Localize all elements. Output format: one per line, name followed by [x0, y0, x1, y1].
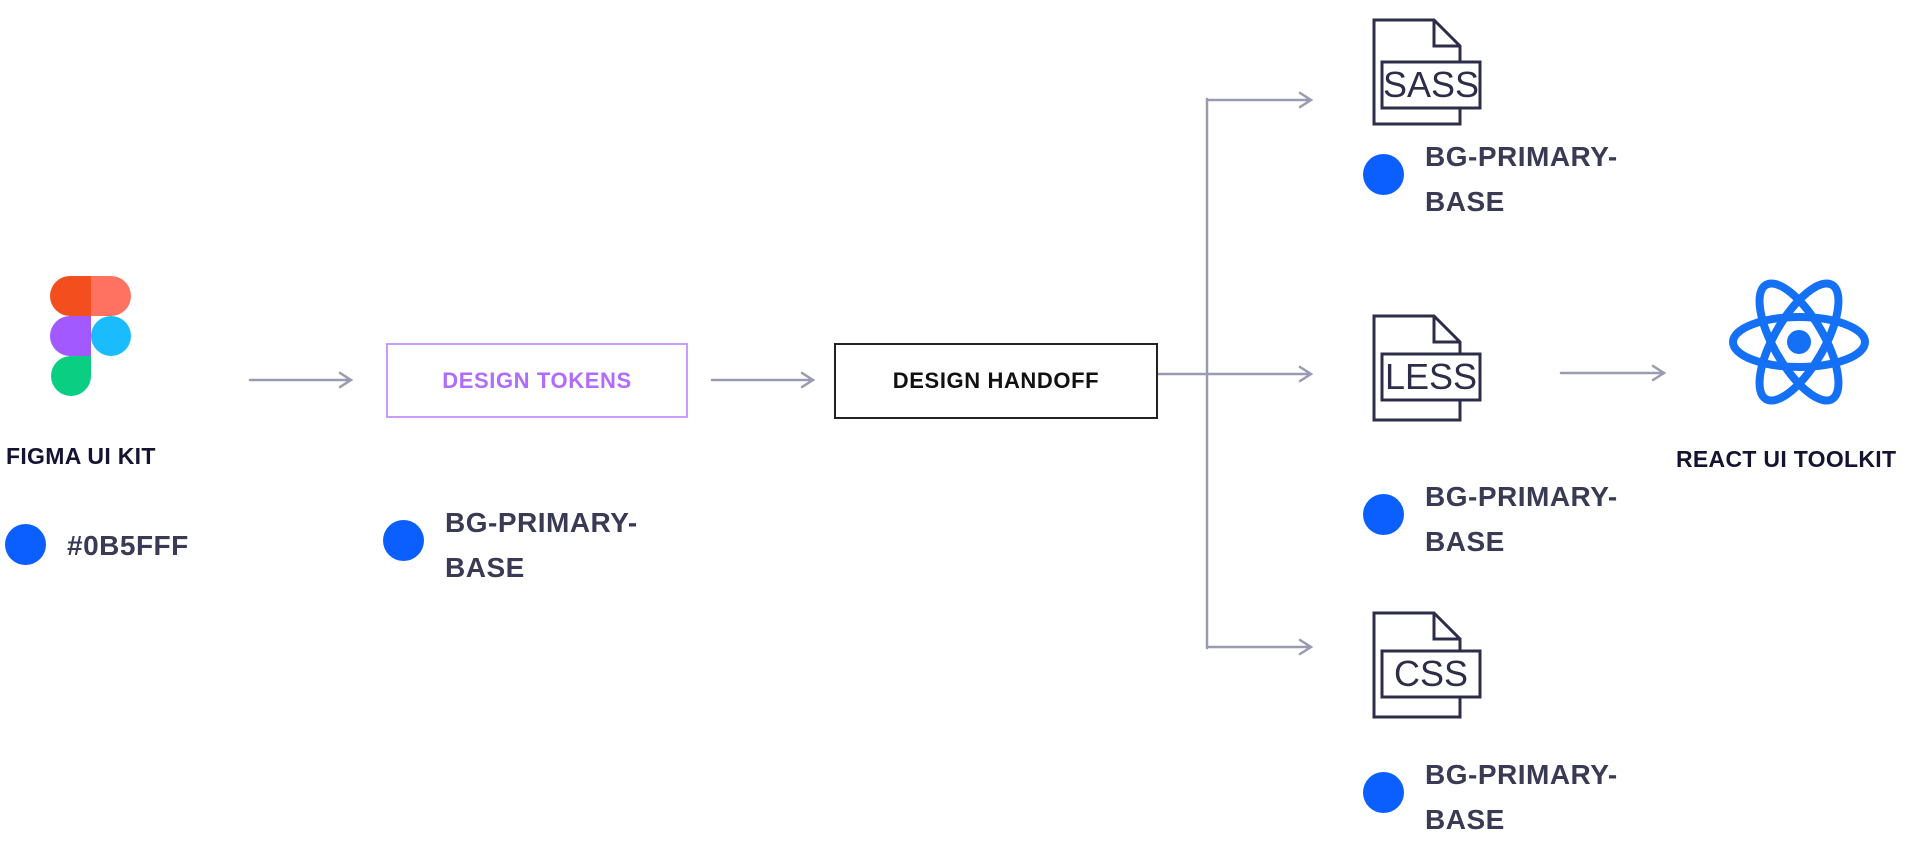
- react-ui-toolkit-label: REACT UI TOOLKIT: [1676, 446, 1897, 472]
- sass-token-line2: BASE: [1425, 186, 1505, 217]
- arrow-tokens-to-handoff: [710, 371, 816, 389]
- tokens-token-name: BG-PRIMARY- BASE: [445, 500, 638, 590]
- sass-token-name: BG-PRIMARY- BASE: [1425, 134, 1618, 224]
- less-token-swatch: [1363, 494, 1404, 535]
- react-orbit-right: [1755, 279, 1843, 405]
- figma-logo-green: [51, 356, 91, 396]
- arrow-branch-to-less: [1205, 365, 1314, 383]
- tokens-token-swatch: [383, 520, 424, 561]
- sass-token-line1: BG-PRIMARY-: [1425, 141, 1618, 172]
- arrow-less-to-react: [1559, 364, 1667, 382]
- css-file-label: CSS: [1393, 653, 1469, 694]
- figma-logo-coral: [91, 276, 131, 316]
- react-orbit-horizontal: [1729, 313, 1869, 371]
- design-handoff-label: DESIGN HANDOFF: [892, 368, 1100, 393]
- sass-token-swatch: [1363, 154, 1404, 195]
- arrow-branch-to-css: [1205, 638, 1314, 656]
- arrow-branch-to-sass: [1205, 91, 1314, 109]
- react-orbit-left: [1755, 279, 1843, 405]
- sass-file-label: SASS: [1382, 64, 1480, 105]
- design-tokens-label: DESIGN TOKENS: [442, 367, 632, 393]
- less-token-line1: BG-PRIMARY-: [1425, 481, 1618, 512]
- css-file-icon: [1372, 611, 1482, 719]
- react-nucleus: [1787, 330, 1811, 354]
- less-token-name: BG-PRIMARY- BASE: [1425, 474, 1618, 564]
- css-token-swatch: [1363, 772, 1404, 813]
- css-token-line1: BG-PRIMARY-: [1425, 759, 1618, 790]
- less-token-line2: BASE: [1425, 526, 1505, 557]
- sass-file-icon: [1372, 18, 1482, 126]
- css-token-name: BG-PRIMARY- BASE: [1425, 752, 1618, 842]
- sass-file: SASS: [1372, 18, 1484, 126]
- css-file: CSS: [1372, 611, 1484, 719]
- figma-logo-red: [50, 276, 91, 316]
- figma-logo-cyan: [91, 316, 131, 356]
- tokens-token-line2: BASE: [445, 552, 525, 583]
- figma-token-value: #0B5FFF: [67, 530, 189, 561]
- less-file-label: LESS: [1384, 356, 1478, 397]
- figma-ui-kit-label: FIGMA UI KIT: [6, 443, 156, 469]
- tokens-token-line1: BG-PRIMARY-: [445, 507, 638, 538]
- figma-logo-purple: [50, 316, 91, 356]
- figma-token-swatch: [5, 524, 46, 565]
- figma-logo-icon: [50, 276, 131, 396]
- css-token-line2: BASE: [1425, 804, 1505, 835]
- less-file: LESS: [1372, 314, 1484, 422]
- design-tokens-box: DESIGN TOKENS: [386, 343, 688, 418]
- react-atom-icon: [1729, 279, 1869, 405]
- connector-lines: [248, 91, 1667, 656]
- design-handoff-box: DESIGN HANDOFF: [834, 343, 1158, 419]
- less-file-icon: [1372, 314, 1482, 422]
- arrow-figma-to-tokens: [248, 371, 354, 389]
